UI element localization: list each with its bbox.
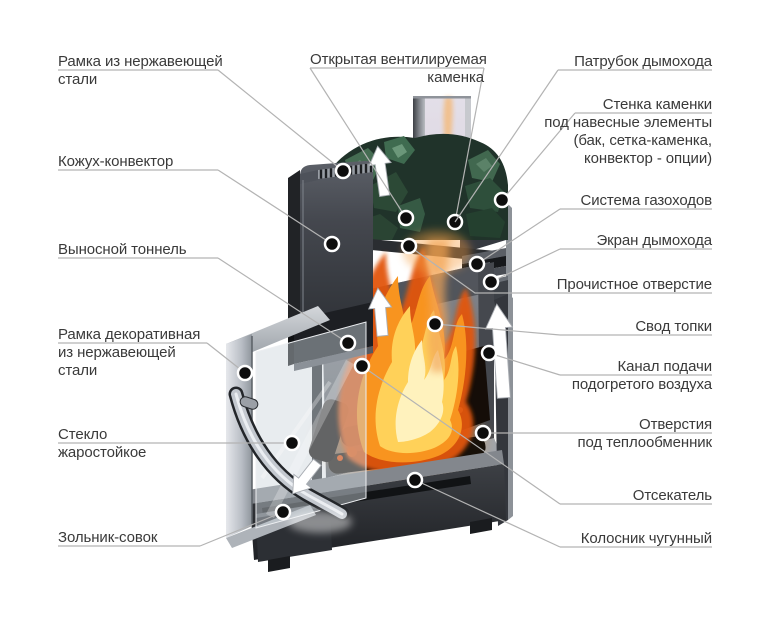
anchor-dot-gas-duct-system	[468, 255, 486, 273]
leader-line	[488, 352, 561, 376]
leader-line	[476, 208, 561, 265]
anchor-dot-heater-wall	[493, 191, 511, 209]
leader-line	[217, 169, 333, 245]
anchor-dot-heated-air-channel	[480, 344, 498, 362]
leader-line	[408, 245, 560, 294]
label-heat-resistant-glass-line-2: жаростойкое	[58, 444, 147, 461]
label-firebox-vault-line-1: Свод топки	[635, 318, 712, 335]
leader-line	[361, 365, 561, 505]
leader-line	[454, 67, 485, 223]
label-decorative-frame-line-3: стали	[58, 362, 98, 379]
label-frame-stainless-line-1: Рамка из нержавеющей	[58, 53, 223, 70]
label-heated-air-channel-line-2: подогретого воздуха	[571, 376, 712, 393]
label-cleanout-opening: Прочистное отверстие	[557, 276, 712, 294]
label-ash-pan-scoop-line-1: Зольник-совок	[58, 529, 158, 546]
airflow-arrows	[292, 145, 514, 495]
label-heat-resistant-glass-line-1: Стекло	[58, 426, 108, 443]
label-decorative-frame-line-1: Рамка декоративная	[58, 326, 201, 343]
anchor-dot-cleanout-opening	[400, 237, 418, 255]
anchor-dot-extended-tunnel	[339, 334, 357, 352]
airflow-down-arrow	[292, 458, 322, 495]
label-open-ventilated-heater-line-1: Открытая вентилируемая	[310, 51, 487, 68]
anchor-dot-frame-stainless	[334, 162, 352, 180]
leader-line	[414, 479, 561, 548]
label-convector-casing-line-1: Кожух-конвектор	[58, 153, 174, 170]
leader-line	[490, 248, 561, 283]
anchor-dot-flame-deflector	[353, 357, 371, 375]
label-chimney-socket-line-1: Патрубок дымохода	[574, 53, 712, 70]
label-cleanout-opening-line-1: Прочистное отверстие	[556, 276, 712, 293]
label-heat-exchanger-holes-line-1: Отверстия	[639, 416, 712, 433]
anchor-dot-cast-iron-grate	[406, 471, 424, 489]
label-decorative-frame-line-2: из нержавеющей	[58, 344, 176, 361]
airflow-up-arrow	[367, 287, 393, 337]
label-chimney-screen-line-1: Экран дымохода	[596, 232, 712, 249]
anchor-dot-ash-pan-scoop	[274, 503, 292, 521]
label-flame-deflector: Отсекатель	[633, 487, 712, 505]
label-convector-casing: Кожух-конвектор	[58, 153, 173, 171]
leader-line	[501, 112, 576, 201]
label-heater-wall-line-4: конвектор - опции)	[584, 150, 712, 167]
label-heater-wall-line-1: Стенка каменки	[602, 96, 712, 113]
label-firebox-vault: Свод топки	[635, 318, 712, 336]
label-gas-duct-system-line-1: Система газоходов	[580, 192, 713, 209]
label-cast-iron-grate: Колосник чугунный	[581, 530, 712, 548]
anchor-dot-heat-exchanger-holes	[474, 424, 492, 442]
airflow-up-arrow	[368, 145, 392, 197]
anchor-dot-chimney-screen	[482, 273, 500, 291]
label-extended-tunnel-line-1: Выносной тоннель	[58, 241, 187, 258]
anchor-dot-convector-casing	[323, 235, 341, 253]
label-chimney-socket: Патрубок дымохода	[574, 53, 712, 71]
label-heated-air-channel-line-1: Канал подачи	[617, 358, 712, 375]
anchor-dot-decorative-frame	[236, 364, 254, 382]
anchor-dot-firebox-vault	[426, 315, 444, 333]
leader-line	[217, 69, 344, 172]
label-gas-duct-system: Система газоходов	[580, 192, 713, 210]
label-heater-wall-line-2: под навесные элементы	[544, 114, 712, 131]
label-cast-iron-grate-line-1: Колосник чугунный	[580, 530, 712, 547]
leader-line	[199, 511, 284, 547]
smoke-wisp	[288, 511, 352, 533]
label-open-ventilated-heater-line-2: каменка	[427, 69, 484, 86]
leader-line	[309, 67, 407, 219]
label-heat-exchanger-holes-line-2: под теплообменник	[577, 434, 712, 451]
label-extended-tunnel: Выносной тоннель	[58, 241, 187, 259]
label-ash-pan-scoop: Зольник-совок	[58, 529, 157, 547]
anchor-dot-open-ventilated-heater	[397, 209, 415, 227]
label-heater-wall-line-3: (бак, сетка-каменка,	[573, 132, 712, 149]
label-frame-stainless-line-2: стали	[58, 71, 98, 88]
anchor-dot-heat-resistant-glass	[283, 434, 301, 452]
leader-line	[434, 323, 561, 336]
label-flame-deflector-line-1: Отсекатель	[632, 487, 712, 504]
leader-line	[217, 257, 349, 344]
leader-line	[454, 69, 559, 223]
label-chimney-screen: Экран дымохода	[596, 232, 712, 250]
door-frame-art	[226, 306, 330, 548]
